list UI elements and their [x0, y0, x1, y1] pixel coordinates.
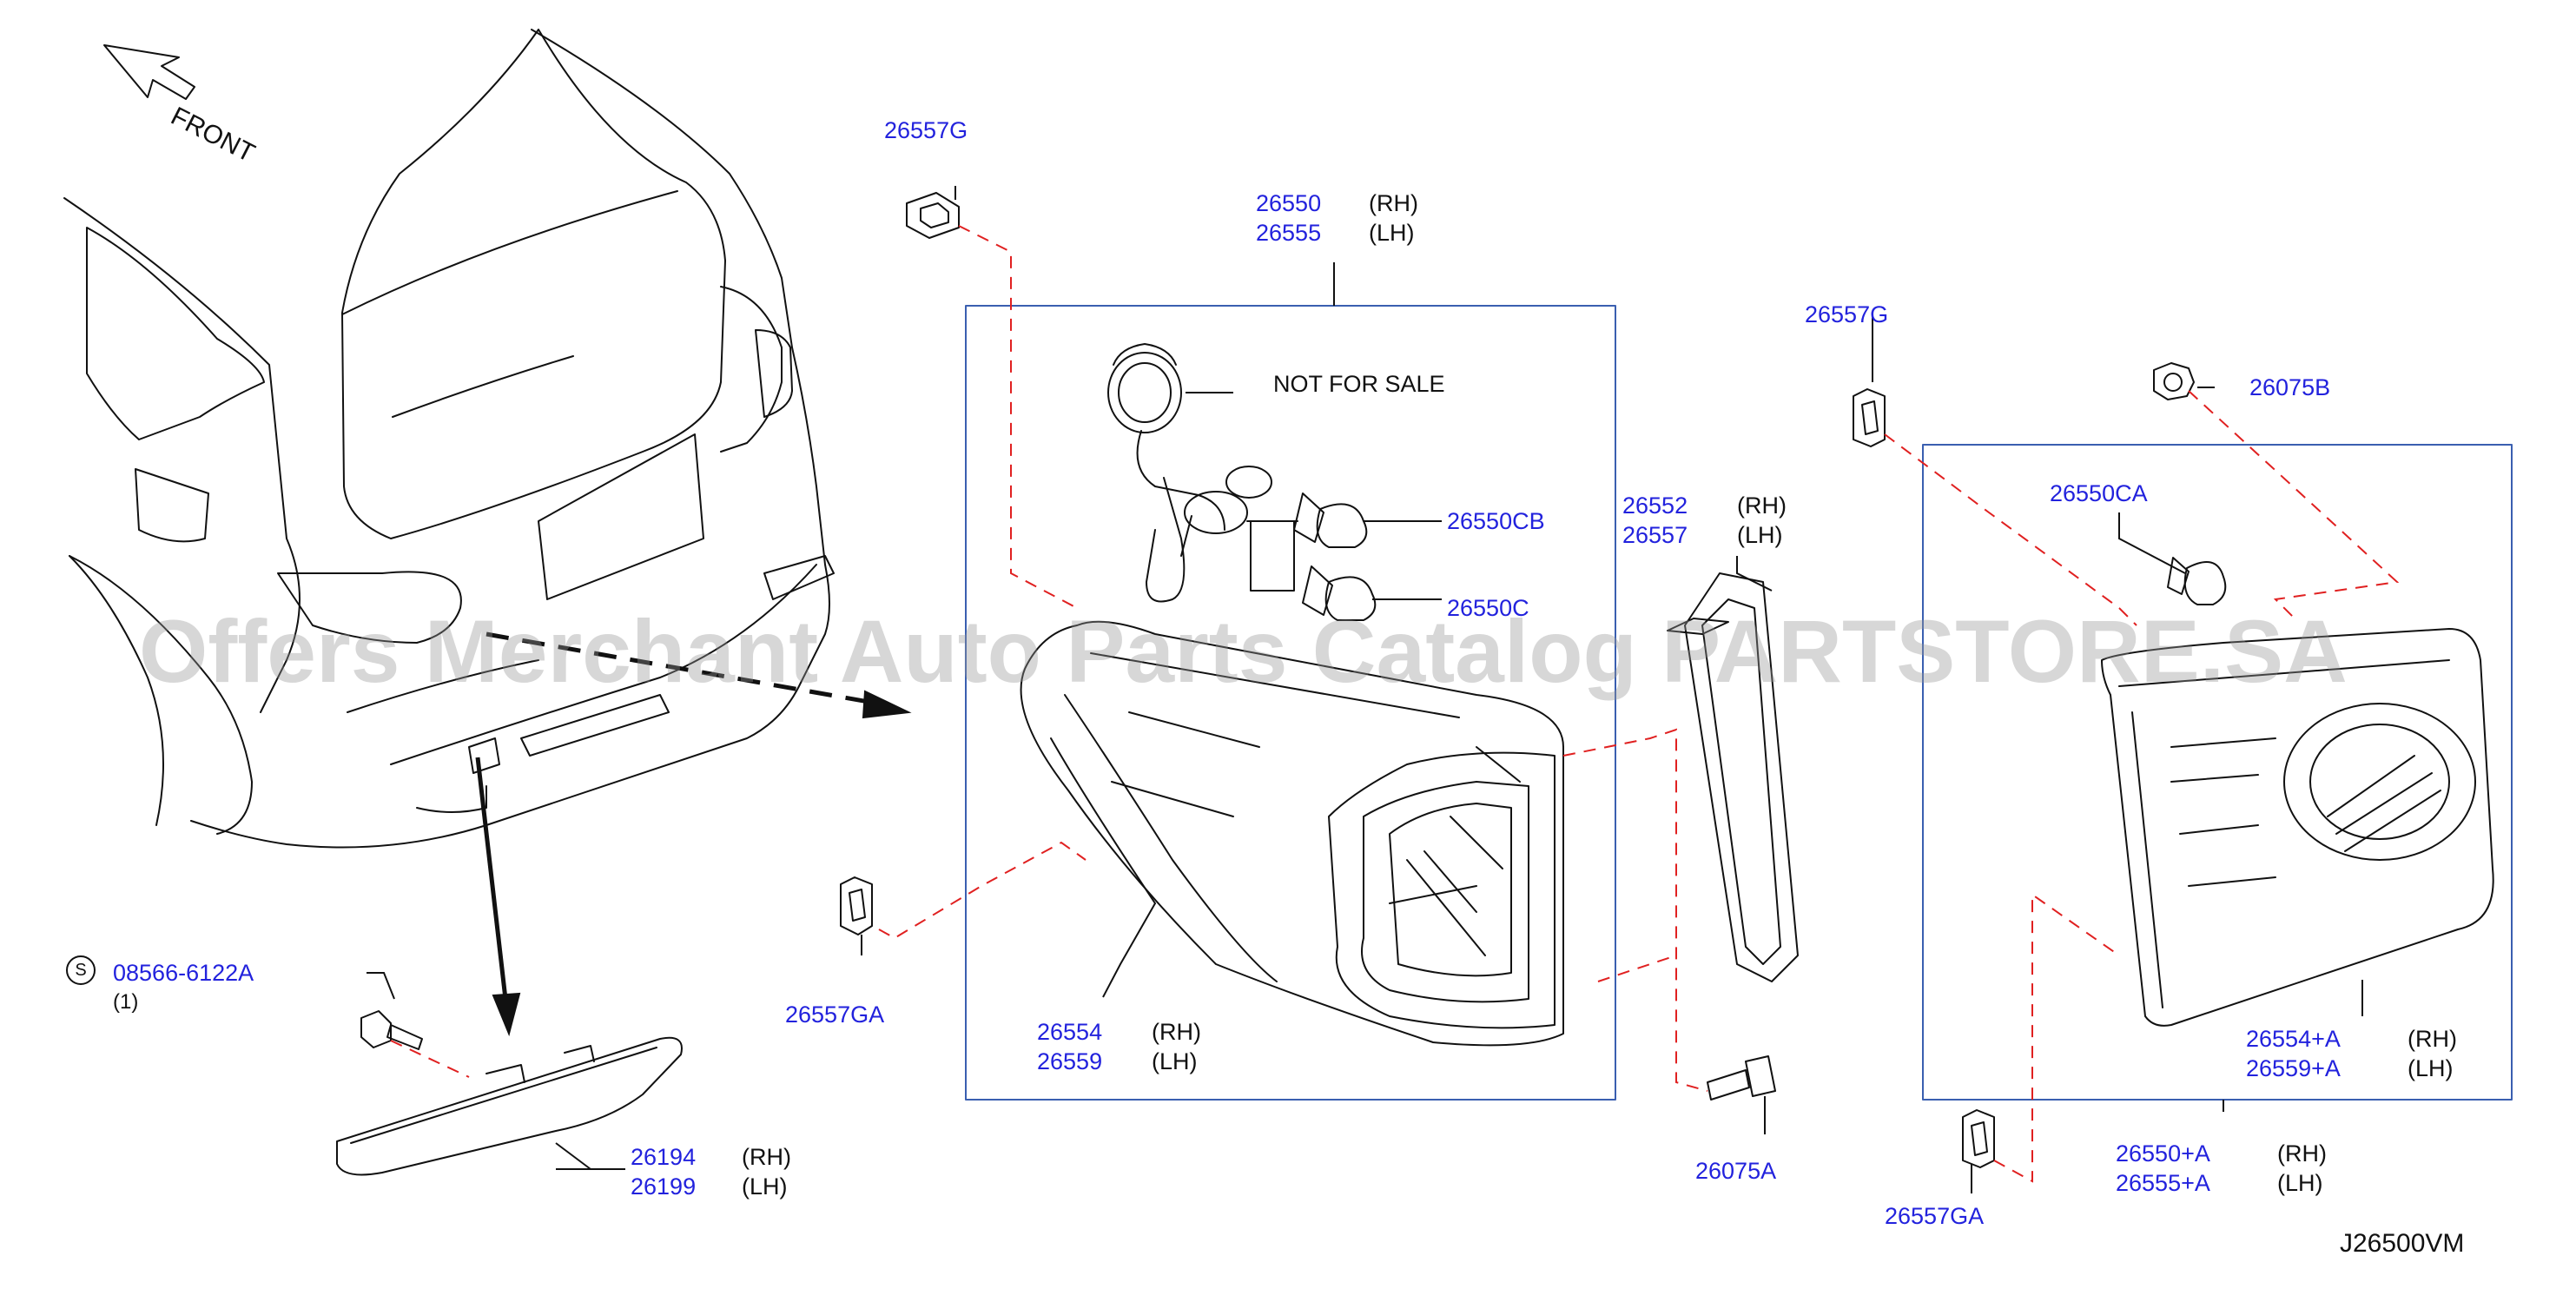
part-label-08566-6122a[interactable]: 08566-6122A [113, 960, 254, 986]
bulb-26550cb [1293, 492, 1368, 548]
part-label-26199[interactable]: 26199 [631, 1173, 697, 1200]
grommet-26557g-top [906, 192, 960, 239]
screw-26075a [1707, 1055, 1776, 1101]
part-label-26554[interactable]: 26554 [1037, 1019, 1103, 1045]
part-label-26557g-top[interactable]: 26557G [884, 117, 968, 143]
rh-label-26550a: (RH) [2277, 1140, 2327, 1167]
quantity-label: (1) [113, 990, 139, 1014]
part-label-26550ca[interactable]: 26550CA [2050, 480, 2148, 506]
rh-label-26552: (RH) [1737, 492, 1787, 519]
rh-label-26554a: (RH) [2408, 1026, 2457, 1052]
rh-label-26194: (RH) [742, 1144, 791, 1170]
grommet-26557g-right [1853, 388, 1886, 447]
lh-label-26557: (LH) [1737, 522, 1783, 548]
arrow-to-reflector-icon [475, 757, 508, 1000]
part-label-26555[interactable]: 26555 [1256, 220, 1322, 246]
part-label-26557[interactable]: 26557 [1622, 522, 1688, 548]
lh-label-26199: (LH) [742, 1173, 788, 1200]
part-label-26557ga-right[interactable]: 26557GA [1885, 1203, 1985, 1229]
lamp-socket-harness [1107, 343, 1298, 603]
lh-label-26555: (LH) [1369, 220, 1415, 246]
gasket-26552 [1667, 572, 1799, 982]
part-label-26194[interactable]: 26194 [631, 1144, 697, 1170]
part-label-26557ga-left[interactable]: 26557GA [785, 1001, 885, 1028]
part-label-26554a[interactable]: 26554+A [2246, 1026, 2341, 1052]
rh-label-26550: (RH) [1369, 190, 1418, 216]
rear-reflector-26194 [336, 1036, 683, 1176]
watermark-text: Offers Merchant Auto Parts Catalog PARTS… [139, 602, 2348, 701]
screw-08566-6122a [360, 1010, 423, 1050]
lh-label-26559a: (LH) [2408, 1055, 2454, 1081]
assembly-frame-outer-lamp [965, 305, 1616, 1101]
part-label-26550a[interactable]: 26550+A [2116, 1140, 2210, 1167]
lh-label-26559: (LH) [1152, 1048, 1198, 1074]
screw-symbol-icon: S [66, 955, 96, 985]
assembly-frame-inner-lamp [1922, 444, 2513, 1101]
front-arrow-icon [103, 44, 195, 100]
rh-label-26554: (RH) [1152, 1019, 1201, 1045]
part-label-26550c[interactable]: 26550C [1447, 595, 1529, 621]
part-label-26559a[interactable]: 26559+A [2246, 1055, 2341, 1081]
grommet-26557ga-left [840, 876, 873, 935]
diagram-code: J26500VM [2340, 1229, 2465, 1258]
part-label-26075b[interactable]: 26075B [2249, 374, 2331, 400]
part-label-26550[interactable]: 26550 [1256, 190, 1322, 216]
not-for-sale-label: NOT FOR SALE [1273, 371, 1445, 397]
part-label-26550cb[interactable]: 26550CB [1447, 508, 1545, 534]
arrow-to-lamp-icon [485, 631, 869, 704]
outer-combination-lamp [1020, 620, 1564, 1047]
lh-label-26555a: (LH) [2277, 1170, 2323, 1196]
part-label-26559[interactable]: 26559 [1037, 1048, 1103, 1074]
nut-26075b [2153, 362, 2195, 400]
part-label-26552[interactable]: 26552 [1622, 492, 1688, 519]
vehicle-rear-outline [63, 29, 835, 849]
bulb-26550ca [2167, 557, 2227, 605]
bulb-26550c [1302, 565, 1377, 621]
inner-combination-lamp [2101, 628, 2494, 1027]
part-label-26075a[interactable]: 26075A [1695, 1158, 1777, 1184]
grommet-26557ga-right [1962, 1109, 1995, 1168]
part-label-26557g-right[interactable]: 26557G [1805, 301, 1889, 327]
part-label-26555a[interactable]: 26555+A [2116, 1170, 2210, 1196]
